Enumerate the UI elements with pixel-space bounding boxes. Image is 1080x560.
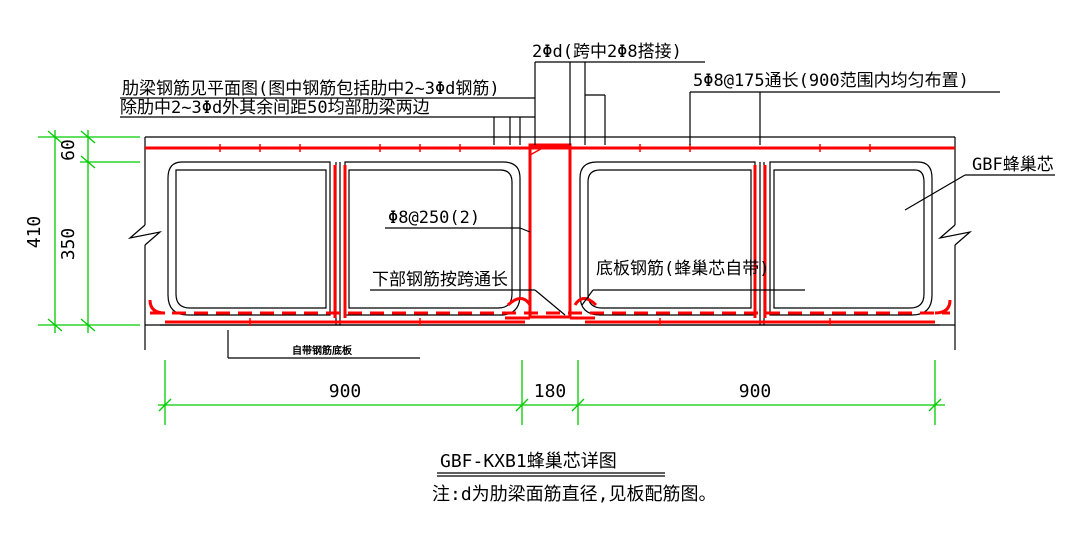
dim-right-width: 900 <box>739 381 772 402</box>
label-core: GBF蜂巢芯 <box>972 155 1054 175</box>
dim-rib-width: 180 <box>534 381 567 402</box>
dim-left-width: 900 <box>329 381 362 402</box>
dim-total-height: 410 <box>24 216 45 249</box>
left-break-mark <box>130 225 160 245</box>
drawing-title: GBF-KXB1蜂巢芯详图 <box>440 451 617 472</box>
dim-top-slab: 60 <box>58 139 79 161</box>
label-top-left-1: 肋梁钢筋见平面图(图中钢筋包括肋中2~3Φd钢筋) <box>122 79 500 99</box>
label-stirrup: Φ8@250(2) <box>388 208 480 228</box>
honeycomb-cores <box>168 162 932 325</box>
label-top-left-2: 除肋中2~3Φd外其余间距50均部肋梁两边 <box>120 98 430 118</box>
label-top-right: 5Φ8@175通长(900范围内均匀布置) <box>693 71 969 91</box>
drawing-note: 注:d为肋梁面筋直径,见板配筋图。 <box>432 484 717 505</box>
label-bottom-anchor: 底板钢筋(蜂巢芯自带) <box>596 259 769 279</box>
label-top-center: 2Φd(跨中2Φ8搭接) <box>532 42 682 62</box>
right-break-mark <box>940 225 970 245</box>
label-self-slab: 自带钢筋底板 <box>292 344 353 357</box>
dim-core-height: 350 <box>58 228 79 261</box>
rebar <box>145 145 955 322</box>
label-bottom-bar: 下部钢筋按跨通长 <box>372 270 508 290</box>
